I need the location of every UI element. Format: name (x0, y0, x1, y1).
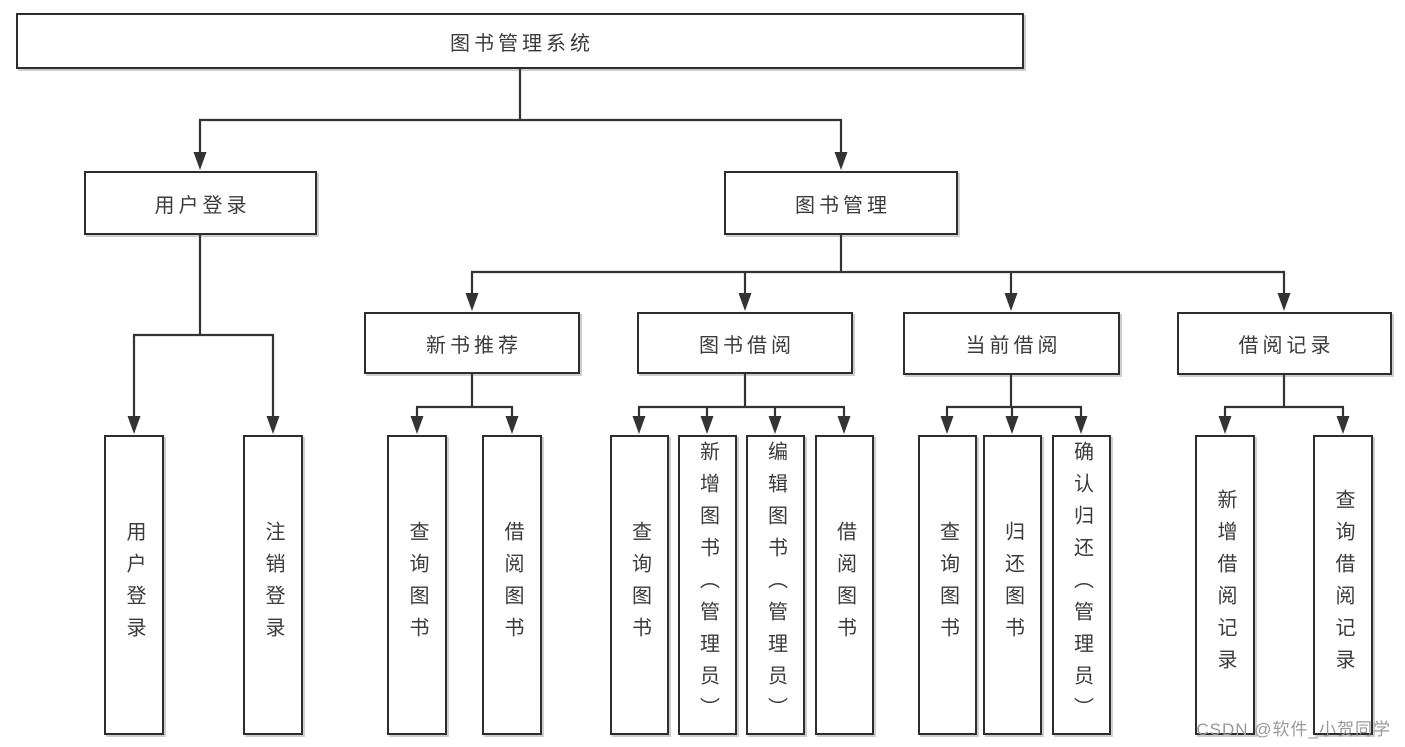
node-book-borrow: 图书借阅 (637, 312, 853, 374)
node-label-user-login-group: 用户登录 (154, 194, 251, 217)
node-label-new-book-rec: 新书推荐 (426, 334, 522, 357)
node-label-query-borrow-record: 查询借阅记录 (1332, 489, 1354, 681)
node-add-book-admin: 新增图书（管理员） (678, 435, 737, 735)
node-confirm-return-admin: 确认归还（管理员） (1052, 435, 1111, 735)
arrowhead-down-icon (505, 416, 519, 434)
node-edit-book-admin: 编辑图书（管理员） (746, 435, 805, 735)
node-label-add-borrow-record: 新增借阅记录 (1214, 489, 1236, 681)
node-label-user-login: 用户登录 (123, 521, 145, 649)
arrowhead-down-icon (1074, 416, 1088, 434)
node-label-logout: 注销登录 (262, 521, 284, 649)
node-label-book-mgmt: 图书管理 (795, 194, 891, 217)
arrowhead-down-icon (768, 416, 782, 434)
arrowhead-down-icon (127, 416, 141, 434)
node-label-add-book-admin: 新增图书（管理员） (696, 441, 719, 729)
arrowhead-down-icon (632, 416, 646, 434)
arrowhead-down-icon (410, 416, 424, 434)
arrowhead-down-icon (940, 416, 954, 434)
node-query-borrow-record: 查询借阅记录 (1313, 435, 1373, 735)
node-label-current-borrow: 当前借阅 (965, 335, 1062, 357)
node-label-return-book: 归还图书 (1001, 521, 1024, 649)
arrowhead-down-icon (834, 152, 848, 170)
watermark-text: CSDN @软件_小贺同学 (1196, 720, 1391, 739)
node-query-book-2: 查询图书 (610, 435, 669, 735)
node-label-query-book-1: 查询图书 (406, 521, 428, 649)
arrowhead-down-icon (700, 416, 714, 434)
node-user-login: 用户登录 (104, 435, 164, 735)
arrowhead-down-icon (738, 293, 752, 311)
arrowhead-down-icon (193, 152, 207, 170)
arrowhead-down-icon (837, 416, 851, 434)
node-book-mgmt: 图书管理 (724, 171, 958, 235)
arrowhead-down-icon (465, 293, 479, 311)
node-query-book-1: 查询图书 (387, 435, 447, 735)
node-add-borrow-record: 新增借阅记录 (1195, 435, 1255, 735)
node-label-borrow-record: 借阅记录 (1238, 335, 1335, 357)
arrowhead-down-icon (266, 416, 280, 434)
node-label-query-book-2: 查询图书 (628, 521, 651, 649)
node-label-borrow-book-1: 借阅图书 (501, 521, 523, 649)
node-label-edit-book-admin: 编辑图书（管理员） (764, 441, 787, 729)
node-label-borrow-book-2: 借阅图书 (833, 521, 856, 649)
arrowhead-down-icon (1277, 293, 1291, 311)
node-label-book-borrow: 图书借阅 (699, 334, 795, 357)
node-current-borrow: 当前借阅 (903, 312, 1120, 375)
node-new-book-rec: 新书推荐 (364, 312, 580, 374)
node-logout: 注销登录 (243, 435, 303, 735)
arrowhead-down-icon (1004, 293, 1018, 311)
node-label-query-book-3: 查询图书 (936, 521, 959, 649)
node-borrow-record: 借阅记录 (1177, 312, 1392, 375)
node-borrow-book-2: 借阅图书 (815, 435, 874, 735)
arrowhead-down-icon (1336, 416, 1350, 434)
arrowhead-down-icon (1218, 416, 1232, 434)
node-borrow-book-1: 借阅图书 (482, 435, 542, 735)
arrowhead-down-icon (1005, 416, 1019, 434)
node-query-book-3: 查询图书 (918, 435, 977, 735)
node-return-book: 归还图书 (983, 435, 1042, 735)
node-user-login-group: 用户登录 (84, 171, 317, 235)
node-label-root: 图书管理系统 (450, 32, 594, 55)
node-root: 图书管理系统 (16, 13, 1024, 69)
node-label-confirm-return-admin: 确认归还（管理员） (1070, 441, 1093, 729)
